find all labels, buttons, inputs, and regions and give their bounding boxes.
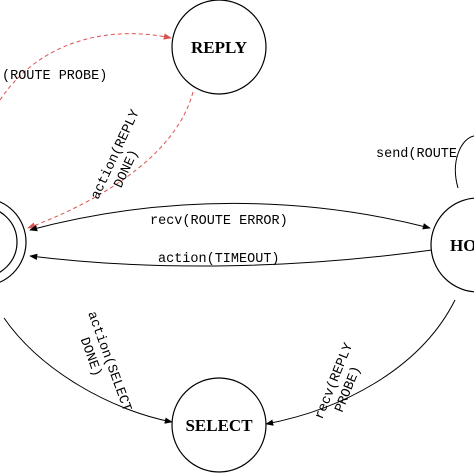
edge-select-done: [3, 317, 173, 424]
edge-route-probe: [0, 33, 172, 101]
label-timeout: action(TIMEOUT): [158, 252, 280, 267]
label-send-route: send(ROUTE: [376, 147, 457, 162]
edge-timeout: [29, 249, 433, 267]
state-home-label: HO: [450, 236, 474, 255]
edge-recv-route-error: [29, 202, 431, 232]
label-recv-route-error: recv(ROUTE ERROR): [150, 214, 288, 229]
state-reply-label: REPLY: [191, 38, 247, 57]
state-select-label: SELECT: [185, 416, 253, 435]
edge-send-self-loop: [454, 135, 474, 189]
state-select: [171, 377, 267, 473]
state-left-inner: [0, 211, 18, 273]
label-route-probe: (ROUTE PROBE): [2, 69, 107, 84]
edge-recv-reply-probe: [265, 299, 456, 426]
state-home: [430, 197, 474, 293]
state-reply: [171, 0, 267, 95]
